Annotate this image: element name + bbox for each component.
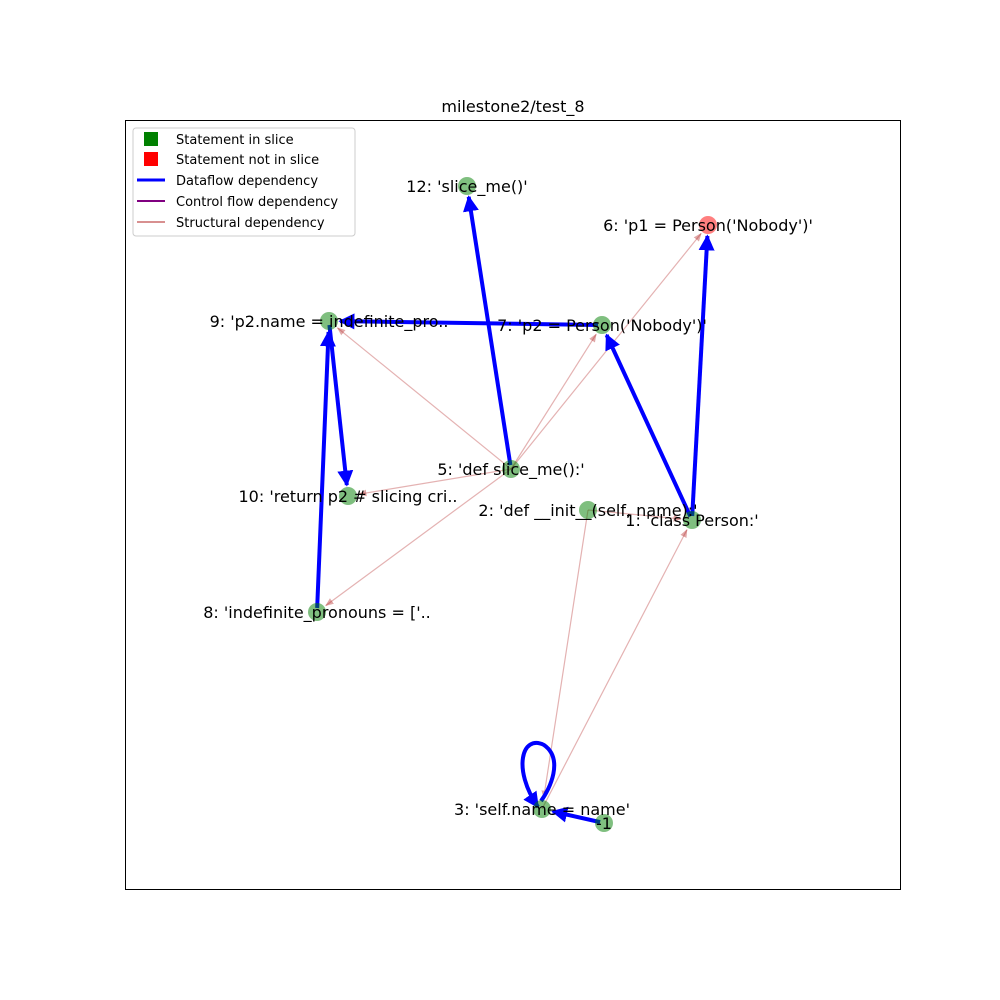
graph-node-label--1: -1 xyxy=(596,814,612,833)
graph-node-7 xyxy=(593,316,611,334)
legend: Statement in slice Statement not in slic… xyxy=(132,127,356,237)
legend-not-in-slice-marker xyxy=(144,152,158,166)
edge-structural-5-to-8 xyxy=(325,468,512,606)
graph-node-label-6: 6: 'p1 = Person('Nobody')' xyxy=(603,216,813,235)
graph-node-5 xyxy=(502,460,520,478)
edge-structural-5-to-9 xyxy=(336,327,512,470)
edge-dataflow-1-to-7 xyxy=(604,333,693,518)
graph-node-label-3: 3: 'self.name = name' xyxy=(454,800,630,819)
graph-node-9 xyxy=(320,312,338,330)
edge-dataflow-9-to-10 xyxy=(327,324,354,487)
graph-node-label-8: 8: 'indefinite_pronouns = ['.. xyxy=(203,603,431,623)
legend-not-in-slice-label: Statement not in slice xyxy=(176,153,319,168)
graph-node-6 xyxy=(699,216,717,234)
legend-in-slice-label: Statement in slice xyxy=(176,133,294,148)
edge-structural-5-to-7 xyxy=(510,333,597,470)
graph-node-label-1: 1: 'class Person:' xyxy=(625,511,758,530)
edge-structural-3-to-1 xyxy=(541,529,688,810)
graph-node-8 xyxy=(308,603,326,621)
graph-node-label-9: 9: 'p2.name = indefinite_pro.. xyxy=(210,312,449,332)
nodes-layer xyxy=(308,177,717,832)
graph-node-12 xyxy=(458,177,476,195)
graph-node-10 xyxy=(339,487,357,505)
graph-node-label-5: 5: 'def slice_me():' xyxy=(437,460,584,480)
graph-node-label-10: 10: 'return p2 # slicing cri.. xyxy=(239,487,458,506)
edge-dataflow-8-to-9 xyxy=(315,330,336,609)
edge-dataflow--1-to-3 xyxy=(551,806,601,825)
chart-title: milestone2/test_8 xyxy=(441,97,584,117)
legend-box xyxy=(132,127,356,237)
edge-structural-2-to-1 xyxy=(587,509,682,522)
graph-node--1 xyxy=(595,814,613,832)
legend-dataflow-label: Dataflow dependency xyxy=(176,174,318,189)
edge-dataflow-5-to-12 xyxy=(462,195,513,466)
graph-node-2 xyxy=(579,501,597,519)
edge-structural-5-to-10 xyxy=(358,468,512,497)
legend-control-label: Control flow dependency xyxy=(176,195,338,210)
edge-structural-5-to-6 xyxy=(510,232,702,470)
edge-dataflow-1-to-6 xyxy=(690,234,715,517)
graph-node-label-12: 12: 'slice_me()' xyxy=(406,177,527,197)
edge-dataflow-3-to-3 xyxy=(520,741,557,809)
edge-dataflow-7-to-9 xyxy=(338,313,599,330)
edges-layer xyxy=(315,195,715,825)
legend-in-slice-marker xyxy=(144,132,158,146)
graph-node-label-2: 2: 'def __init__(self, name):' xyxy=(478,501,697,521)
graph-node-label-7: 7: 'p2 = Person('Nobody')' xyxy=(497,316,707,335)
graph-node-3 xyxy=(533,800,551,818)
labels-layer: 12: 'slice_me()' 6: 'p1 = Person('Nobody'… xyxy=(203,177,813,833)
graph-node-1 xyxy=(683,511,701,529)
plot-frame xyxy=(125,120,901,890)
legend-structural-label: Structural dependency xyxy=(176,216,325,231)
